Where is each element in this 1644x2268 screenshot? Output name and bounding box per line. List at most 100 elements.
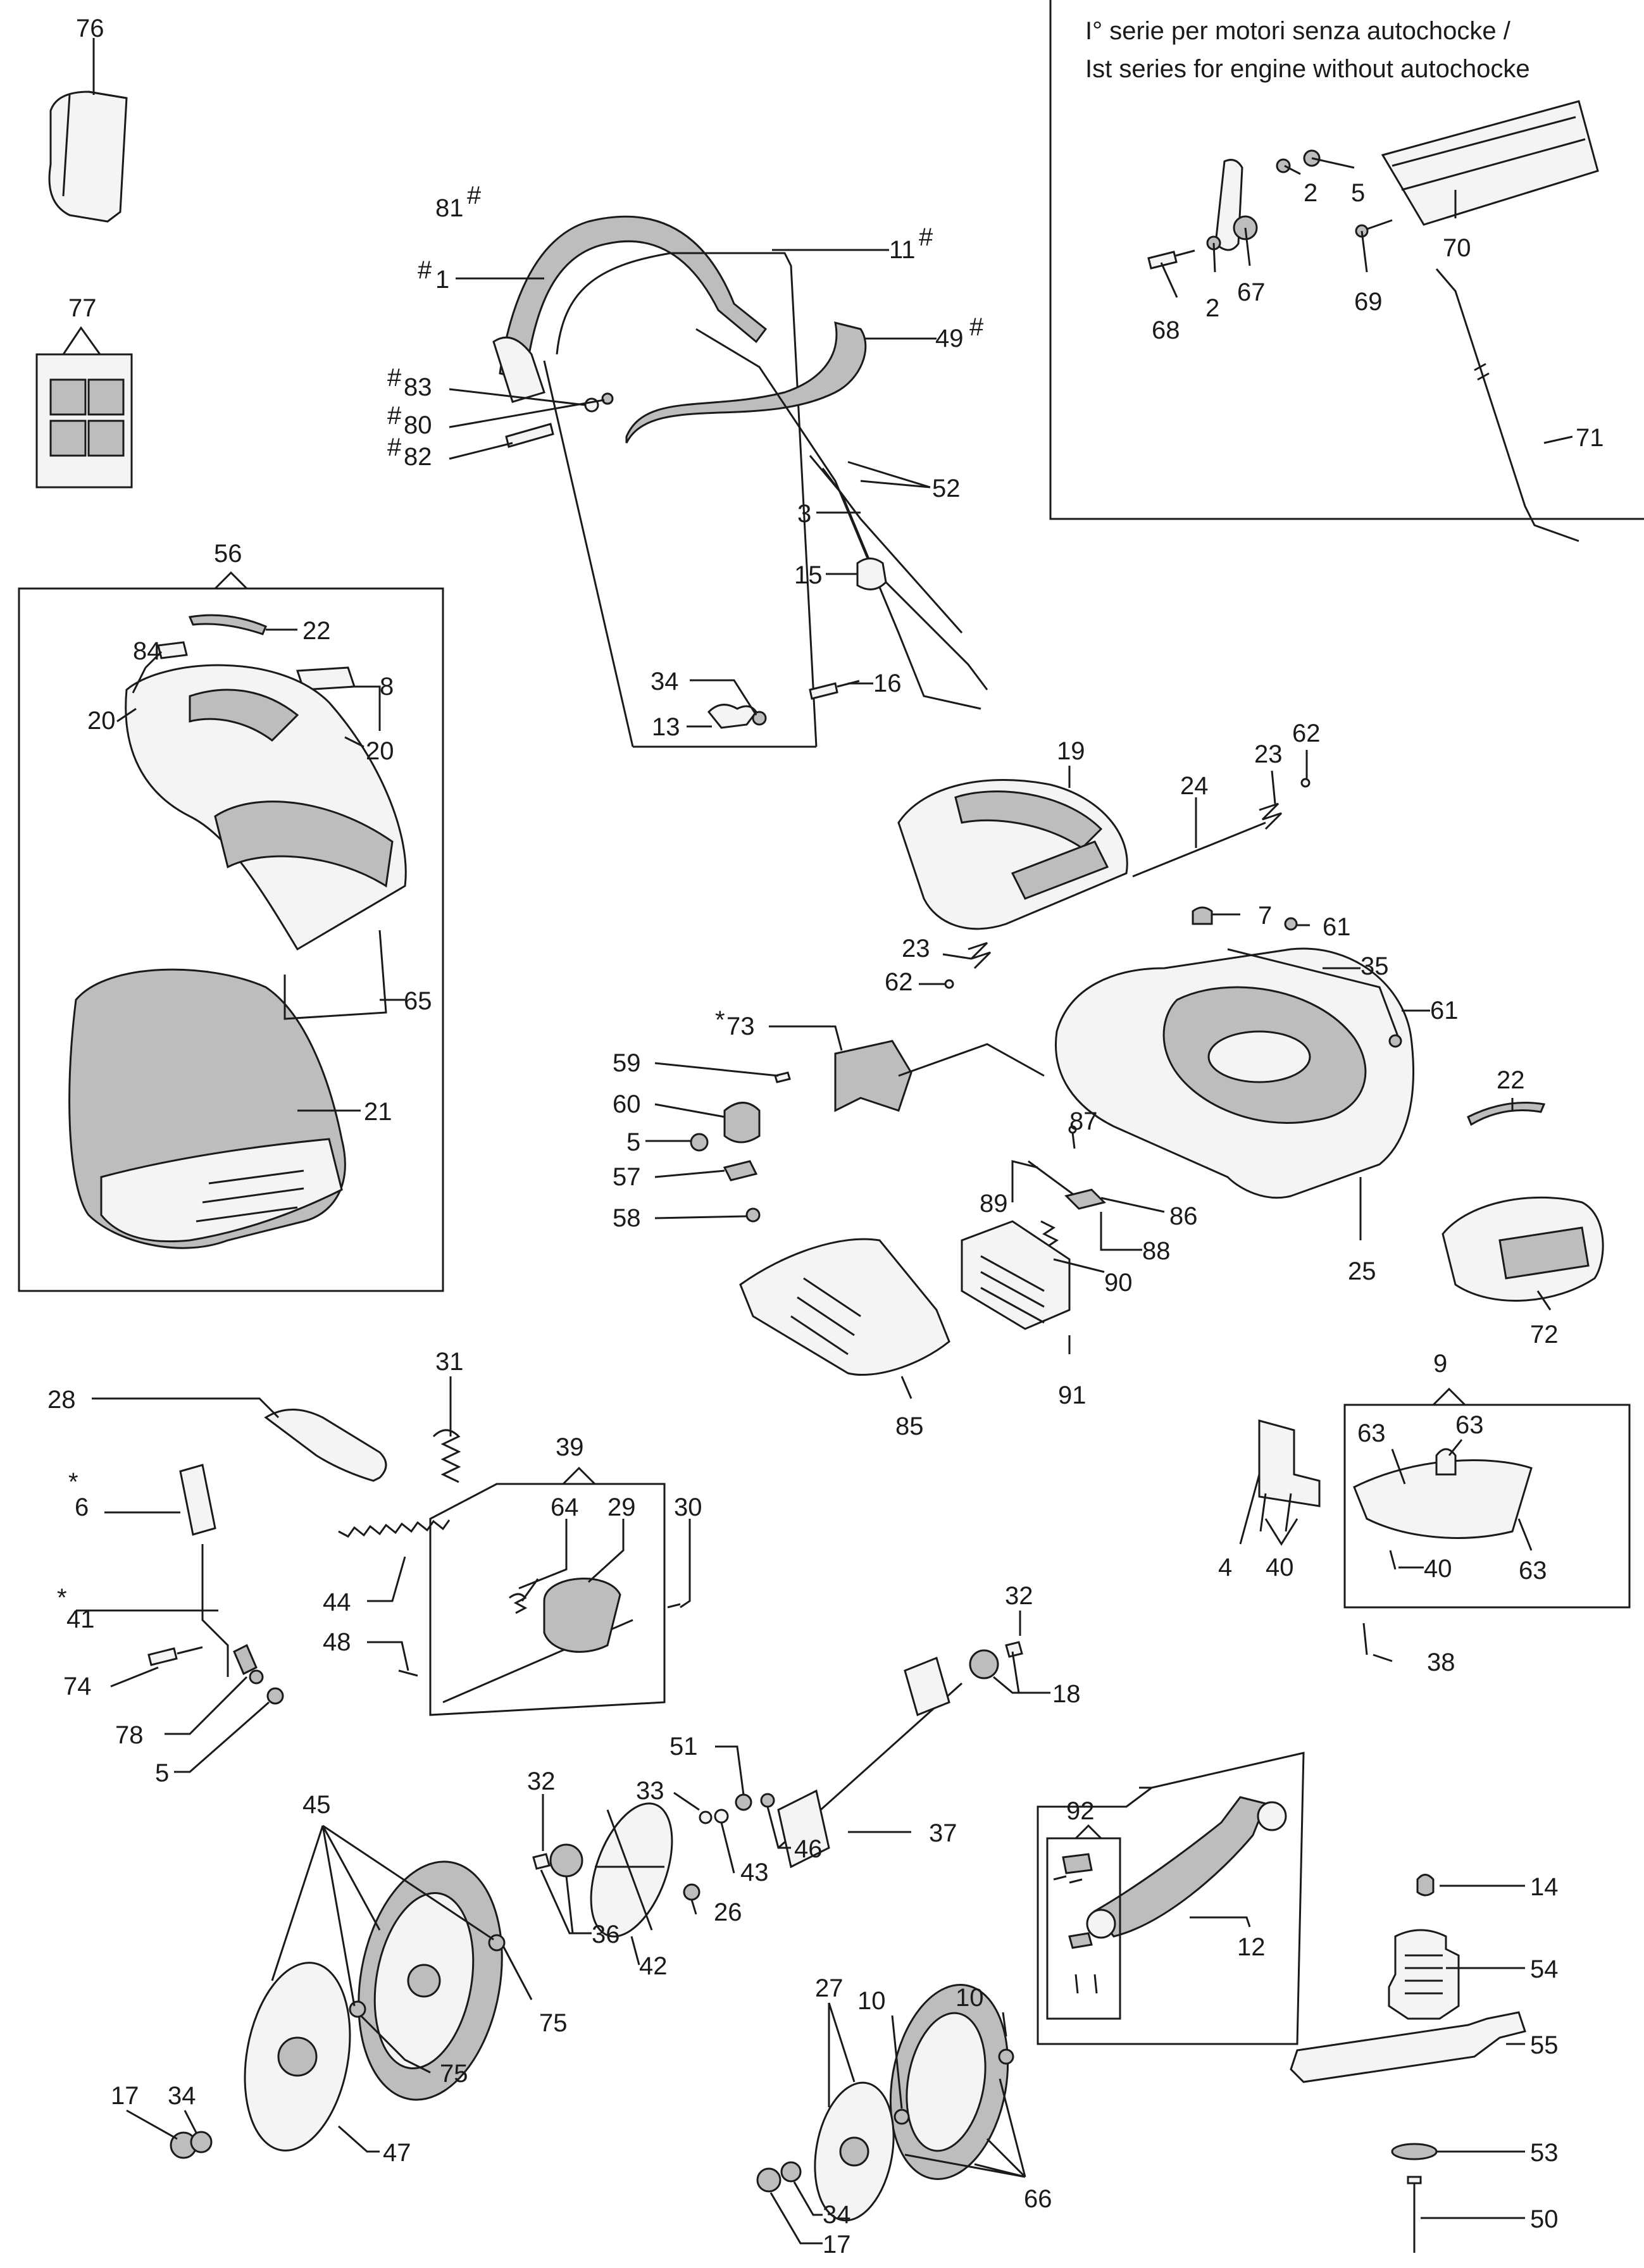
label-63b: 63 [1455,1411,1484,1439]
label-51: 51 [669,1733,698,1760]
label-62a: 62 [1292,720,1321,747]
label-10a: 10 [956,1984,984,2012]
label-15: 15 [794,561,823,589]
label-34c: 34 [823,2201,851,2229]
deck-area [690,778,1604,1376]
label-63a: 63 [1357,1419,1386,1447]
label-32a: 32 [1005,1582,1033,1610]
label-90: 90 [1104,1269,1133,1297]
cable-71-part [1435,268,1579,542]
label-65: 65 [404,987,432,1015]
label-22a: 22 [302,617,331,645]
label-17a: 17 [111,2082,139,2110]
label-54: 54 [1530,1955,1559,1983]
label-24: 24 [1180,772,1209,800]
label-33: 33 [636,1777,664,1805]
label-92: 92 [1066,1797,1095,1825]
inset-label-5: 5 [1351,179,1365,207]
label-57: 57 [613,1163,641,1191]
inset-label-71: 71 [1576,424,1604,452]
part-4 [1258,1419,1321,1507]
belt-28 [264,1409,387,1482]
blade-accessories: 4 40 9 63 63 63 40 38 [1218,1350,1631,1676]
label-12: 12 [1237,1933,1266,1961]
label-23a: 23 [1254,740,1283,768]
label-72: 72 [1530,1321,1559,1349]
chute-85 [739,1238,950,1376]
label-59: 59 [613,1049,641,1077]
label-87: 87 [1069,1107,1098,1135]
label-31: 31 [435,1348,464,1376]
inset-label-2a: 2 [1304,179,1317,207]
label-83: 83 [404,373,432,401]
label-61b: 61 [1430,997,1459,1025]
label-89: 89 [980,1190,1008,1218]
label-3: 3 [797,500,811,528]
label-23b: 23 [902,935,930,963]
upper-handle-1 [499,215,768,381]
label-55: 55 [1530,2031,1559,2059]
mark-81: # [467,182,482,209]
bracket-box-12 [1037,1752,1305,2045]
deck-labels: 19 24 23 62 7 61 23 62 35 61 * 73 59 60 … [613,720,1559,1440]
rear-wheel: 45 75 75 47 17 34 [111,1791,568,2167]
label-86: 86 [1169,1202,1198,1230]
bracket-73 [834,1040,912,1112]
mark-49: # [969,313,984,341]
label-85: 85 [895,1412,924,1440]
label-75b: 75 [440,2060,468,2088]
part-76-cap: 76 [48,15,128,223]
mark-6: * [68,1468,78,1496]
inset-label-67: 67 [1237,278,1266,306]
hubcap-42 [590,1802,673,1938]
cover-70-part [1381,100,1599,226]
label-16: 16 [873,670,902,697]
label-77: 77 [68,294,97,322]
axle-parts: 32 18 51 33 37 46 43 26 42 32 36 [527,1582,1081,1980]
label-27: 27 [815,1974,844,2002]
label-17b: 17 [823,2231,851,2259]
label-75a: 75 [539,2009,568,2037]
label-53: 53 [1530,2139,1559,2167]
label-5b: 5 [155,1759,169,1787]
label-42: 42 [639,1952,668,1980]
mark-83: # [387,364,402,392]
label-38: 38 [1427,1648,1455,1676]
label-41: 41 [66,1605,95,1633]
label-61a: 61 [1323,913,1351,941]
label-28: 28 [47,1386,76,1414]
mulching-plate [1353,1459,1533,1539]
label-49: 49 [935,325,964,352]
label-19: 19 [1057,737,1085,765]
inset-first-series: I° serie per motori senza autochocke / I… [1049,0,1644,542]
label-74: 74 [63,1673,92,1700]
label-13: 13 [652,713,680,741]
label-10b: 10 [857,1987,886,2015]
label-78: 78 [115,1721,144,1749]
label-60: 60 [613,1090,641,1118]
part-77-label-sheet: 77 [35,294,133,489]
label-35: 35 [1361,952,1389,980]
handle-labels: 81 # # 1 11 # 49 # # 83 # 80 # 82 52 3 1… [387,182,984,741]
label-22b: 22 [1497,1066,1525,1094]
label-29: 29 [607,1493,636,1521]
washer-53 [1391,2143,1438,2160]
label-63c: 63 [1519,1557,1547,1585]
label-39: 39 [556,1433,584,1461]
mark-82: # [387,433,402,461]
label-43: 43 [740,1859,769,1886]
mark-73: * [715,1006,725,1034]
label-64: 64 [551,1493,579,1521]
knob-15 [856,558,887,590]
inset-label-68: 68 [1152,316,1180,344]
label-88: 88 [1142,1237,1171,1265]
label-46: 46 [794,1835,823,1863]
label-80: 80 [404,411,432,439]
label-9: 9 [1433,1350,1447,1378]
mark-1: # [418,256,432,284]
label-20b: 20 [366,737,394,765]
label-76: 76 [76,15,104,42]
label-18: 18 [1052,1680,1081,1708]
label-82: 82 [404,443,432,471]
